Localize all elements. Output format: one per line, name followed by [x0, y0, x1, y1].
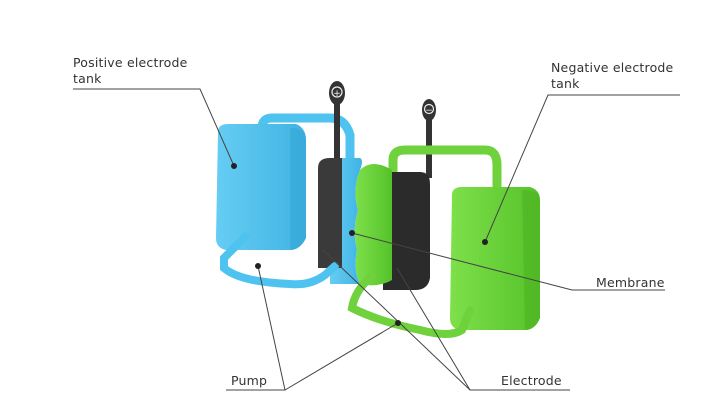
positive-terminal: +: [329, 81, 345, 168]
negative-tank-label: Negative electrode tank: [551, 60, 673, 92]
negative-tank-label-line1: Negative electrode: [551, 60, 674, 75]
leader-lines: [73, 88, 680, 391]
positive-electrode: [318, 158, 342, 268]
negative-bottom-pipe: [347, 272, 474, 338]
positive-tank-label-line2: tank: [73, 71, 102, 86]
positive-tank-label: Positive electrode tank: [73, 55, 188, 87]
positive-top-pipe: [257, 113, 355, 175]
positive-tank-label-line1: Positive electrode: [73, 55, 188, 70]
negative-half-cell: [354, 164, 392, 286]
negative-terminal: −: [422, 99, 436, 178]
positive-bottom-pipe: [220, 232, 339, 289]
electrode-label: Electrode: [501, 373, 562, 388]
negative-terminal-sign: −: [425, 106, 433, 116]
leader-dots: [231, 163, 488, 326]
pump-label: Pump: [231, 373, 268, 388]
positive-electrode-tank: [216, 124, 306, 250]
negative-tank-label-line2: tank: [551, 76, 580, 91]
positive-terminal-sign: +: [333, 89, 341, 99]
negative-electrode: [383, 172, 430, 290]
negative-electrode-tank: [450, 187, 540, 330]
membrane-label: Membrane: [596, 275, 665, 290]
negative-top-pipe: [388, 145, 502, 205]
